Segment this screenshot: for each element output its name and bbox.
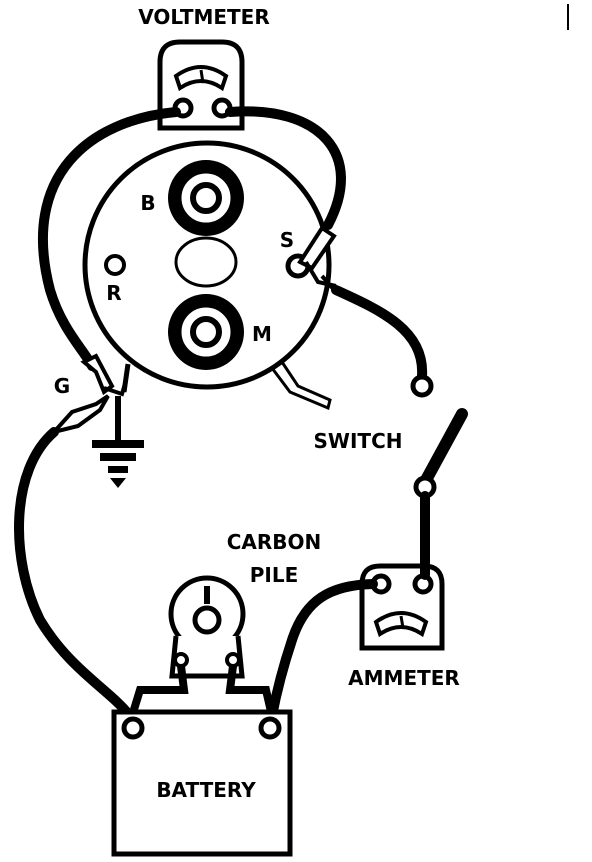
solenoid-body [82,140,332,390]
voltmeter [157,39,245,131]
carbon-pile-label-line2: PILE [250,563,299,587]
m-terminal-lead [270,361,332,411]
voltmeter-label: VOLTMETER [138,5,269,29]
carbon-pile-label-line1: CARBON [227,530,322,554]
voltmeter-positive-lead [225,106,346,230]
voltmeter-negative-lead [37,107,181,371]
ammeter-label: AMMETER [348,666,460,690]
battery-label: BATTERY [156,778,256,802]
carbon-pile [128,575,276,718]
battery [111,709,293,857]
switch-label: SWITCH [314,429,403,453]
terminal-g-label: G [54,374,70,398]
terminal-r-label: R [106,281,121,305]
switch-lead [331,285,428,381]
ammeter-to-battery-lead [267,579,378,721]
ground-clip [80,353,131,397]
terminal-b-label: B [140,191,155,215]
ground-symbol [92,396,144,488]
battery-negative-lead [14,427,135,721]
battery-ground-clip [48,394,110,436]
terminal-s-label: S [280,228,294,252]
terminal-m-label: M [252,322,272,346]
switch [410,374,468,499]
ammeter [359,563,445,651]
